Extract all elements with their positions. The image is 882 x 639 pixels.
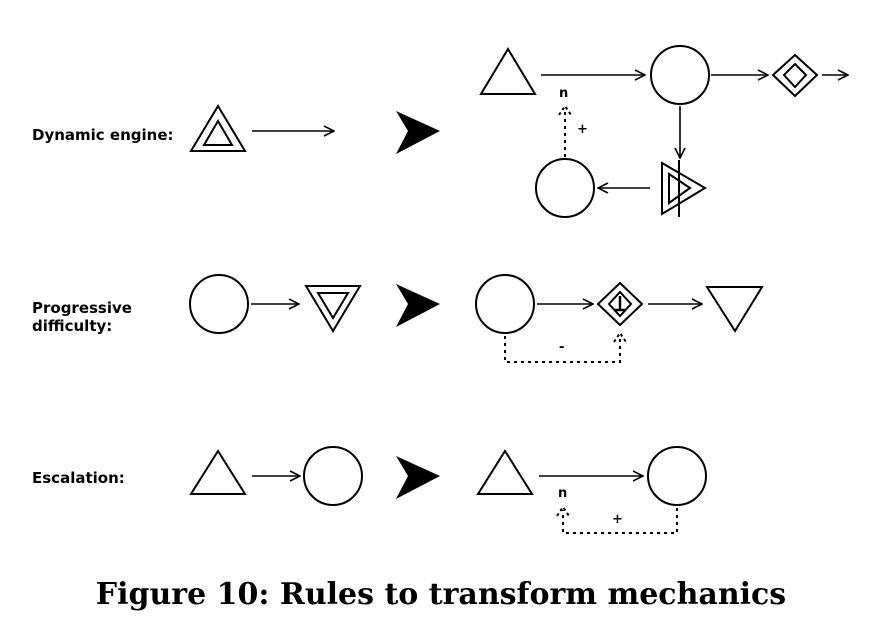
transform-arrow-icon: [396, 111, 440, 154]
double-diamond-trader-icon: [596, 281, 644, 327]
double-inverted-triangle-drain-icon: [304, 285, 362, 333]
rule-label-dynamic-engine: Dynamic engine:: [32, 126, 174, 144]
multiplier-n-label: n: [559, 86, 568, 101]
transform-arrow-icon: [396, 284, 440, 327]
escalation-right: n +: [476, 446, 707, 534]
transform-arrow-icon: [396, 456, 440, 499]
triangle-source-icon: [479, 47, 537, 95]
circle-pool-icon: [647, 446, 707, 506]
plus-modifier-label: +: [612, 512, 623, 527]
progressive-difficulty-right: -: [475, 274, 764, 363]
circle-pool-icon: [303, 446, 363, 506]
dynamic-engine-right: n +: [479, 45, 848, 218]
circle-pool-icon: [650, 45, 710, 105]
escalation-left: [189, 446, 363, 506]
triangle-source-icon: [476, 449, 534, 495]
minus-modifier-label: -: [559, 340, 564, 355]
multiplier-n-label: n: [558, 486, 567, 501]
double-diamond-converter-icon: [771, 53, 819, 98]
inverted-triangle-drain-icon: [705, 286, 764, 333]
circle-pool-icon: [189, 274, 249, 334]
double-triangle-gate-icon: [661, 160, 707, 217]
plus-modifier-label: +: [577, 122, 588, 137]
rule-label-escalation: Escalation:: [32, 469, 125, 487]
dynamic-engine-left: [189, 104, 334, 152]
rule-label-progressive-difficulty: Progressive difficulty:: [32, 299, 137, 335]
double-triangle-source-icon: [189, 104, 247, 152]
circle-pool-icon: [475, 274, 535, 334]
state-connection-dotted: [504, 336, 621, 363]
circle-pool-icon: [535, 158, 595, 218]
triangle-source-icon: [189, 449, 247, 495]
progressive-difficulty-left: [189, 274, 362, 334]
figure-caption: Figure 10: Rules to transform mechanics: [95, 577, 787, 612]
